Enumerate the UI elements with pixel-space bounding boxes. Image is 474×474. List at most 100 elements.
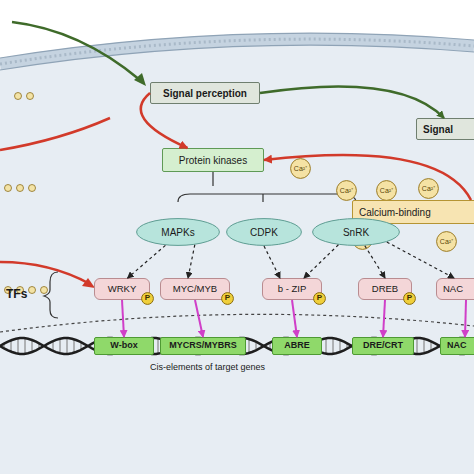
connector-arrow: [195, 300, 203, 337]
outline: [222, 293, 234, 305]
node-text: WRKY: [108, 284, 137, 294]
dna-rung: [333, 338, 334, 354]
bracket: [44, 272, 58, 318]
dna-rung: [32, 340, 33, 352]
outline: [337, 181, 357, 201]
process-box: Protein kinases: [162, 148, 264, 172]
connector-arrow: [292, 300, 297, 337]
connector-arrow: [264, 155, 471, 200]
node-text: Ca²⁺: [380, 187, 393, 195]
dna-rung: [340, 340, 341, 352]
connector-arrow: [304, 245, 338, 278]
cis-element-box: MYCRS/MYBRS: [160, 337, 246, 355]
caption-label: Cis-elements of target genes: [150, 362, 265, 372]
outline: [313, 219, 400, 246]
dna-rung: [74, 339, 75, 352]
group-label: TFs: [6, 287, 27, 301]
calcium-ion: Ca²⁺: [336, 180, 357, 201]
transcription-factor-box: NAC: [436, 278, 474, 300]
dna-rung: [67, 338, 68, 354]
node-text: Signal: [423, 124, 453, 135]
phosphate-circle: P: [221, 292, 234, 305]
cis-element-box: DRE/CRT: [352, 337, 414, 355]
node-text: P: [225, 294, 230, 303]
connector-arrow: [141, 93, 188, 148]
outline: [419, 179, 439, 199]
node-text: NAC: [447, 341, 467, 351]
node-text: MYCRS/MYBRS: [169, 341, 237, 351]
dna-rung: [60, 339, 61, 354]
node-text: P: [145, 294, 150, 303]
cis-element-box: ABRE: [272, 337, 322, 355]
node-text: CDPK: [250, 227, 278, 238]
outline: [437, 232, 457, 252]
connector-arrow: [387, 242, 454, 278]
membrane-lipids: [0, 39, 474, 64]
bracket: [178, 172, 356, 202]
node-text: P: [407, 294, 412, 303]
outline: [314, 293, 326, 305]
dna-rung: [25, 338, 26, 354]
node-text: DRE/CRT: [363, 341, 403, 351]
phosphate-circle: P: [313, 292, 326, 305]
node-text: W-box: [110, 341, 137, 351]
dna-rung: [326, 338, 327, 353]
connector-arrow: [365, 246, 385, 278]
red-arrow: [0, 262, 90, 284]
connector-arrow: [122, 300, 124, 337]
transcription-factor-box: MYC/MYB: [160, 278, 230, 300]
outline: [227, 219, 302, 246]
connector-arrow: [465, 300, 466, 337]
process-box: Signal: [416, 118, 474, 140]
dna-rung: [11, 340, 12, 351]
red-arrow: [0, 118, 110, 150]
kinase-ellipse: SnRK: [312, 218, 400, 246]
node-text: Protein kinases: [179, 155, 247, 166]
outline: [404, 293, 416, 305]
node-text: Ca²⁺: [440, 238, 453, 246]
node-text: DREB: [372, 284, 398, 294]
dna-rung: [417, 338, 418, 354]
nuclear-envelope: [0, 314, 474, 332]
calcium-ion: Ca²⁺: [376, 180, 397, 201]
node-text: MYC/MYB: [173, 284, 217, 294]
connector-arrow: [260, 86, 444, 118]
phosphate-chain: [5, 93, 48, 294]
transcription-factor-box: b - ZIP: [262, 278, 322, 300]
node-text: Signal perception: [163, 88, 247, 99]
node-text: MAPKs: [161, 227, 194, 238]
calcium-ion: Ca²⁺: [418, 178, 439, 199]
dna-rung: [424, 339, 425, 353]
node-text: Ca²⁺: [340, 187, 353, 195]
cis-element-box: NAC: [440, 337, 474, 355]
node-text: b - ZIP: [278, 284, 307, 294]
kinase-ellipse: CDPK: [226, 218, 302, 246]
connector-arrow: [383, 300, 385, 337]
connector-arrow: [188, 245, 195, 278]
node-text: Ca²⁺: [422, 185, 435, 193]
node-text: ABRE: [284, 341, 310, 351]
outline: [137, 219, 220, 246]
process-box: Signal perception: [150, 82, 260, 104]
signal-arrow: [12, 22, 140, 80]
arrow-head: [134, 73, 146, 86]
node-text: SnRK: [343, 227, 369, 238]
node-text: Ca²⁺: [294, 165, 307, 173]
outline: [377, 181, 397, 201]
node-text: Calcium-binding: [359, 207, 431, 218]
kinase-ellipse: MAPKs: [136, 218, 220, 246]
dna-rung: [249, 339, 250, 353]
phosphate-circle: P: [141, 292, 154, 305]
outline: [291, 159, 311, 179]
outline: [142, 293, 154, 305]
dna-rung: [18, 338, 19, 353]
membrane-inner-line: [0, 45, 474, 70]
cell-body: [0, 39, 474, 474]
dna-rung: [158, 338, 159, 353]
node-text: P: [317, 294, 322, 303]
cis-element-box: W-box: [94, 337, 154, 355]
calcium-ion: Ca²⁺: [436, 231, 457, 252]
connector-arrow: [264, 246, 280, 278]
